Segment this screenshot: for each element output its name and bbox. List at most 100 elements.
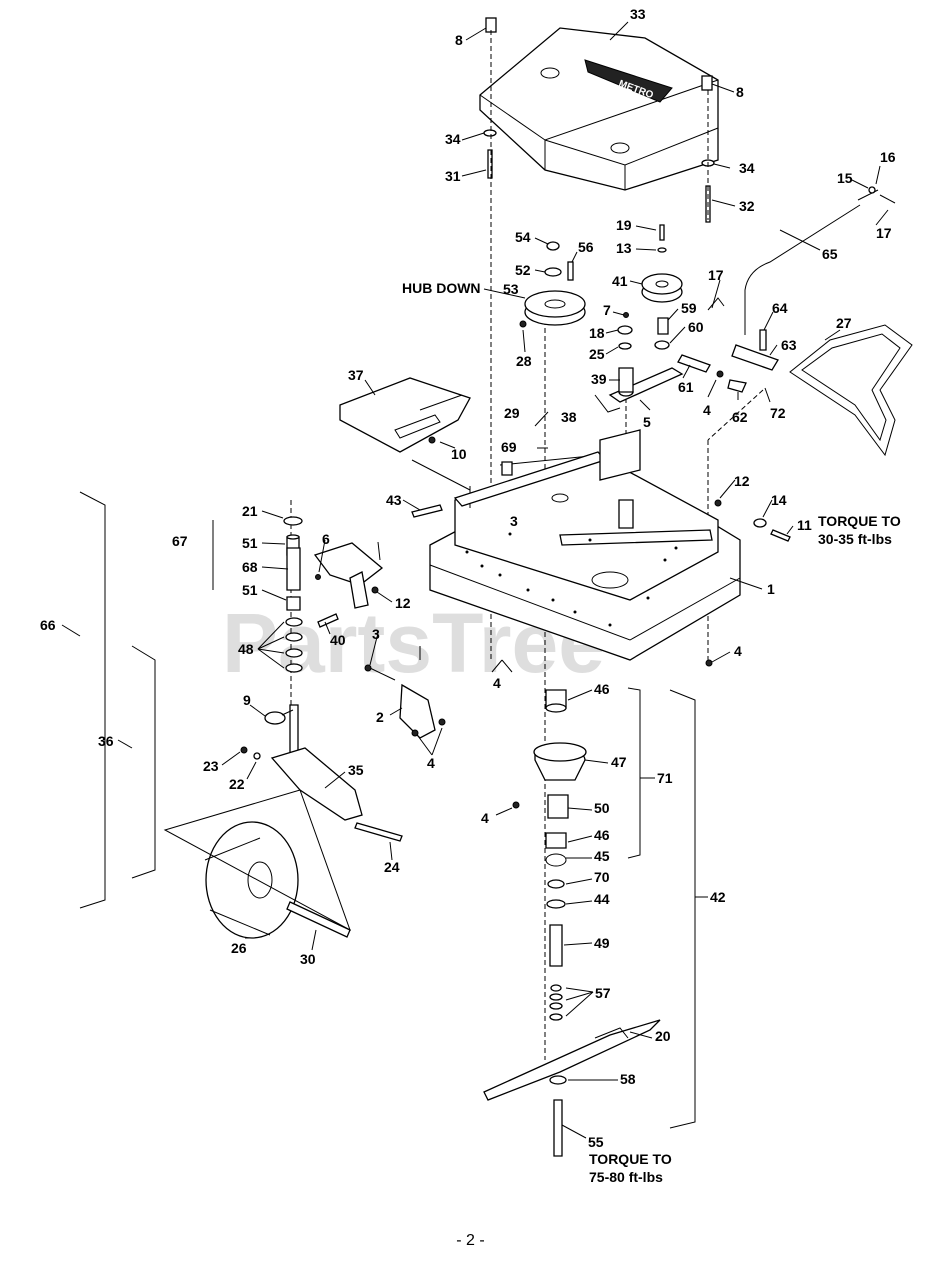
callout-30: 30	[300, 951, 316, 967]
callout-17: 17	[708, 267, 724, 283]
callout-55: 55	[588, 1134, 604, 1150]
callout-12: 12	[395, 595, 411, 611]
main-pulley	[519, 241, 586, 328]
callout-58: 58	[620, 1071, 636, 1087]
deck-handle	[707, 186, 896, 335]
callout-4: 4	[493, 675, 501, 691]
bracket-36	[131, 645, 156, 879]
callout-24: 24	[384, 859, 400, 875]
callout-21: 21	[242, 503, 258, 519]
callout-35: 35	[348, 762, 364, 778]
callout-18: 18	[589, 325, 605, 341]
callout-25: 25	[589, 346, 605, 362]
callout-66: 66	[40, 617, 56, 633]
callout-41: 41	[612, 273, 628, 289]
deck-torque-line1: TORQUE TO	[818, 513, 901, 529]
callout-50: 50	[594, 800, 610, 816]
idler-pulley	[641, 224, 683, 350]
drive-belt	[789, 324, 913, 457]
callout-23: 23	[203, 758, 219, 774]
callout-65: 65	[822, 246, 838, 262]
idler-arm	[608, 312, 684, 403]
mower-deck	[429, 429, 741, 661]
discharge-chute	[339, 377, 471, 518]
callout-4: 4	[481, 810, 489, 826]
tension-spring-assembly	[677, 329, 779, 393]
callout-34: 34	[445, 131, 461, 147]
callout-63: 63	[781, 337, 797, 353]
bracket-71	[627, 687, 641, 859]
caster-fork	[240, 704, 403, 842]
callout-10: 10	[451, 446, 467, 462]
callout-22: 22	[229, 776, 245, 792]
callout-13: 13	[616, 240, 632, 256]
mower-blade	[483, 1019, 661, 1157]
cover-clip-left	[485, 17, 497, 33]
bracket-42	[669, 689, 696, 1129]
callout-49: 49	[594, 935, 610, 951]
callout-62: 62	[732, 409, 748, 425]
callout-61: 61	[678, 379, 694, 395]
blade-guard	[364, 646, 446, 739]
bracket-38	[594, 394, 621, 413]
callout-16: 16	[880, 149, 896, 165]
callout-3: 3	[372, 626, 380, 642]
callout-26: 26	[231, 940, 247, 956]
callout-43: 43	[386, 492, 402, 508]
deck-right-hardware	[705, 499, 791, 667]
blade-torque-line2: 75-80 ft-lbs	[589, 1169, 663, 1185]
callout-4: 4	[734, 643, 742, 659]
callout-6: 6	[322, 531, 330, 547]
callout-72: 72	[770, 405, 786, 421]
page-number: - 2 -	[456, 1232, 485, 1249]
callout-51: 51	[242, 582, 258, 598]
leader-lines	[61, 21, 889, 1139]
callout-37: 37	[348, 367, 364, 383]
callout-54: 54	[515, 229, 531, 245]
callout-17: 17	[876, 225, 892, 241]
caster-wheel	[163, 789, 351, 939]
callout-46: 46	[594, 681, 610, 697]
callout-34: 34	[739, 160, 755, 176]
callout-60: 60	[688, 319, 704, 335]
callout-8: 8	[736, 84, 744, 100]
cover-clip-right	[701, 75, 713, 91]
bracket-66	[79, 491, 106, 909]
blade-torque-line1: TORQUE TO	[589, 1151, 672, 1167]
callout-38: 38	[561, 409, 577, 425]
callout-20: 20	[655, 1028, 671, 1044]
caster-bracket	[313, 542, 384, 628]
spindle-assembly	[512, 689, 587, 1021]
callout-42: 42	[710, 889, 726, 905]
callout-70: 70	[594, 869, 610, 885]
callout-5: 5	[643, 414, 651, 430]
callout-19: 19	[616, 217, 632, 233]
callout-29: 29	[504, 405, 520, 421]
callout-53: 53	[503, 281, 519, 297]
callout-9: 9	[243, 692, 251, 708]
callout-69: 69	[501, 439, 517, 455]
callout-28: 28	[516, 353, 532, 369]
caster-stack	[283, 516, 303, 673]
callout-48: 48	[238, 641, 254, 657]
callout-8: 8	[455, 32, 463, 48]
callout-32: 32	[739, 198, 755, 214]
callout-11: 11	[797, 517, 812, 533]
callout-39: 39	[591, 371, 607, 387]
callout-46: 46	[594, 827, 610, 843]
callout-45: 45	[594, 848, 610, 864]
callout-12: 12	[734, 473, 750, 489]
callout-15: 15	[837, 170, 853, 186]
callout-14: 14	[771, 492, 787, 508]
callout-56: 56	[578, 239, 594, 255]
callout-51: 51	[242, 535, 258, 551]
callout-52: 52	[515, 262, 531, 278]
callout-27: 27	[836, 315, 852, 331]
callout-3: 3	[510, 513, 518, 529]
callout-4: 4	[703, 402, 711, 418]
callout-68: 68	[242, 559, 258, 575]
callout-71: 71	[657, 770, 673, 786]
callout-40: 40	[330, 632, 346, 648]
callout-4: 4	[427, 755, 435, 771]
